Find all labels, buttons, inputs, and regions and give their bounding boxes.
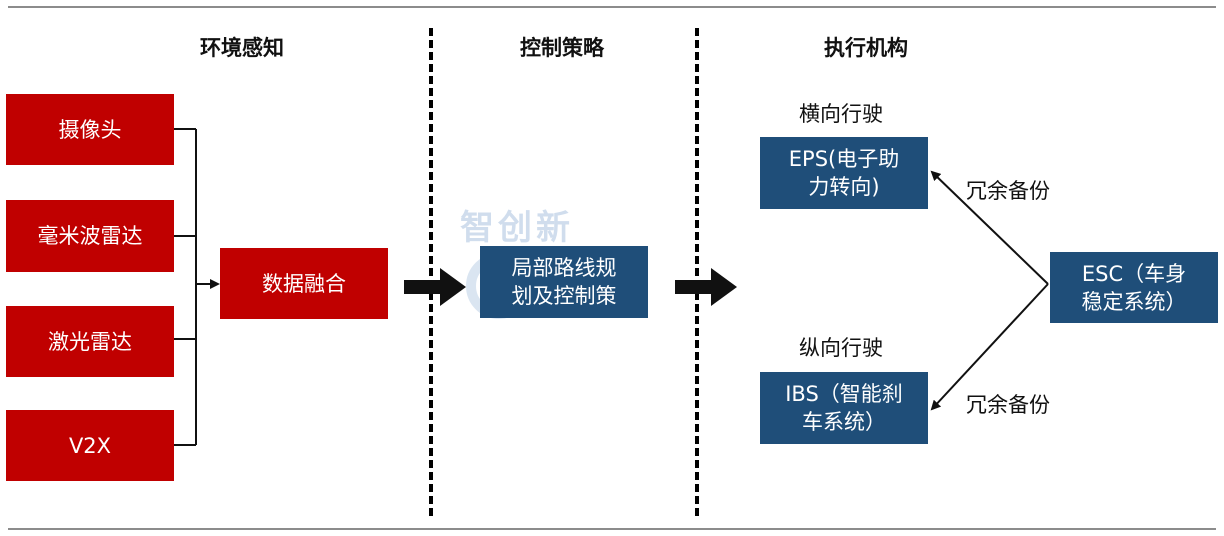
sensor-camera: 摄像头 (6, 94, 174, 165)
watermark-text: 智创新 (460, 208, 574, 248)
esc-box: ESC（车身 稳定系统） (1050, 252, 1218, 323)
section-title-perception: 环境感知 (200, 36, 284, 60)
eps-box: EPS(电子助 力转向) (760, 137, 928, 209)
divider-2 (695, 28, 699, 516)
longitudinal-driving-label: 纵向行驶 (799, 336, 883, 360)
sensor-lidar: 激光雷达 (6, 306, 174, 377)
section-title-actuation: 执行机构 (824, 36, 908, 60)
block-arrow-2 (675, 268, 737, 306)
block-arrow-1 (404, 268, 466, 306)
data-fusion-box: 数据融合 (220, 248, 388, 319)
planning-control-box: 局部路线规 划及控制策 (480, 246, 648, 318)
top-rule (8, 6, 1216, 8)
section-title-control: 控制策略 (520, 36, 604, 60)
ibs-box: IBS（智能刹 车系统） (760, 372, 928, 444)
sensor-v2x: V2X (6, 410, 174, 481)
redundancy-label-bottom: 冗余备份 (966, 393, 1050, 417)
lateral-driving-label: 横向行驶 (799, 102, 883, 126)
sensor-mmwave-radar: 毫米波雷达 (6, 200, 174, 272)
redundancy-label-top: 冗余备份 (966, 179, 1050, 203)
bottom-rule (8, 528, 1216, 530)
divider-1 (429, 28, 433, 516)
